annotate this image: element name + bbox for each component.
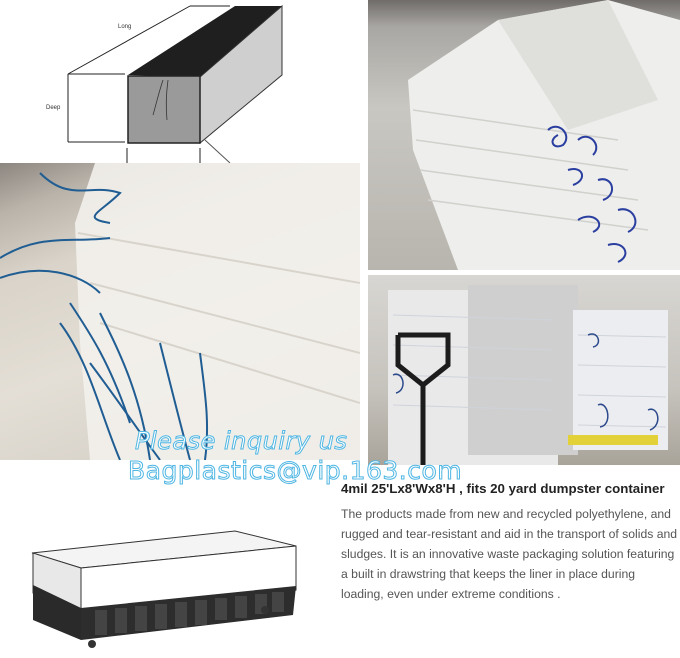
drawstring-bags-photo xyxy=(0,163,360,460)
watermark-inquiry-text: Please inquiry us xyxy=(134,427,348,456)
stack-illustration-icon xyxy=(408,0,680,270)
dumpster-icon xyxy=(31,530,297,648)
dumpster-liner-illustration xyxy=(0,490,340,658)
box-diagram-icon xyxy=(67,4,283,163)
liner-dimension-diagram: Long Deep xyxy=(0,0,368,163)
long-label: Long xyxy=(118,24,132,30)
warehouse-illustration-icon xyxy=(388,285,668,465)
product-body-text: The products made from new and recycled … xyxy=(341,507,678,601)
product-description: 4mil 25'Lx8'Wx8'H , fits 20 yard dumpste… xyxy=(341,481,680,604)
folded-liners-photo xyxy=(368,0,680,270)
watermark-email-text: Bagplastics@vip.163.com xyxy=(127,456,463,486)
product-title: 4mil 25'Lx8'Wx8'H , fits 20 yard dumpste… xyxy=(341,481,665,496)
bags-illustration-icon xyxy=(0,163,360,460)
deep-label: Deep xyxy=(46,105,61,111)
warehouse-pallet-photo xyxy=(368,275,680,465)
